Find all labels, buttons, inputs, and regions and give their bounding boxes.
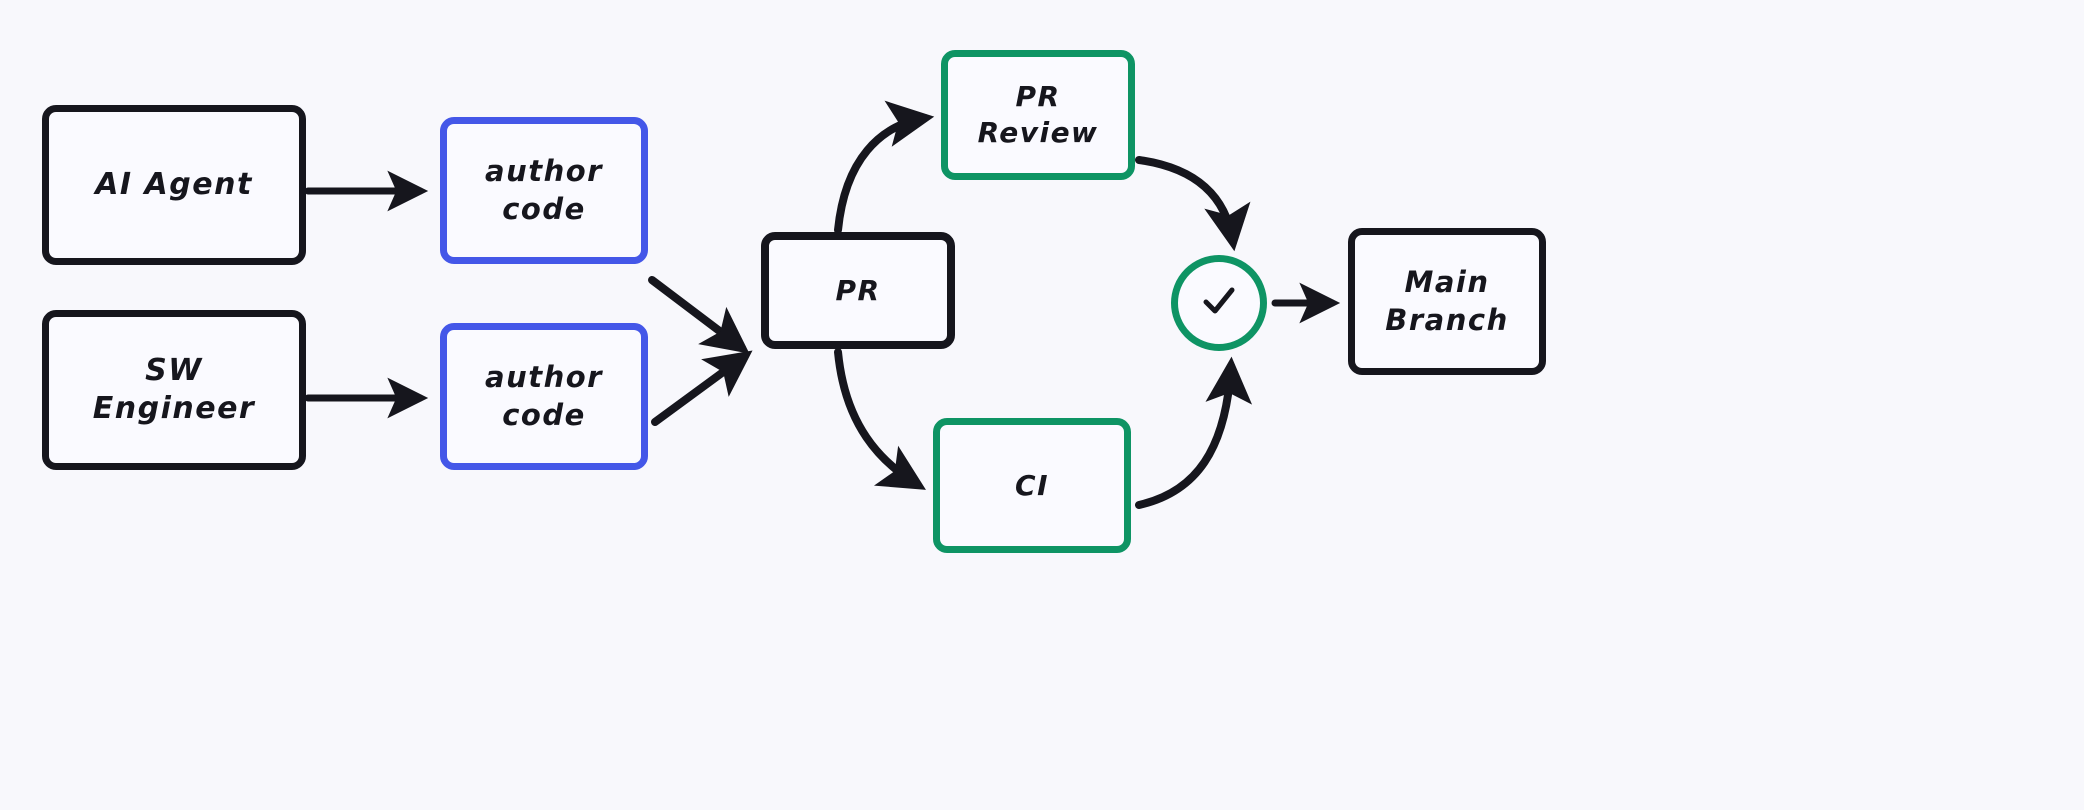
edge-ci-to-check	[1135, 356, 1253, 509]
edge-author-code-agent-to-pr	[648, 276, 750, 354]
node-author-code-agent[interactable]: author code	[440, 117, 648, 264]
edge-author-code-engineer-to-pr	[651, 350, 753, 426]
node-ci-label: CI	[1015, 468, 1049, 502]
node-ai-agent[interactable]: AI Agent	[42, 105, 306, 265]
node-pr-label: PR	[835, 273, 881, 307]
node-author-code-engineer[interactable]: author code	[440, 323, 648, 470]
node-main-branch[interactable]: Main Branch	[1348, 228, 1546, 375]
node-pr-review-label: PR Review	[977, 80, 1099, 149]
edge-pr-to-pr-review	[834, 100, 935, 234]
node-pr-review[interactable]: PR Review	[941, 50, 1135, 180]
node-author-code-agent-label: author code	[485, 154, 603, 226]
node-author-code-engineer-label: author code	[485, 360, 603, 432]
node-ci[interactable]: CI	[933, 418, 1131, 553]
edge-pr-review-to-check	[1135, 156, 1251, 252]
node-sw-engineer[interactable]: SW Engineer	[42, 310, 306, 470]
node-ai-agent-label: AI Agent	[95, 166, 253, 202]
edge-pr-to-ci	[834, 348, 926, 490]
node-sw-engineer-label: SW Engineer	[92, 352, 256, 426]
node-main-branch-label: Main Branch	[1385, 265, 1509, 337]
node-pr[interactable]: PR	[761, 232, 955, 349]
node-approved-check[interactable]	[1171, 255, 1267, 351]
check-icon	[1197, 279, 1241, 327]
